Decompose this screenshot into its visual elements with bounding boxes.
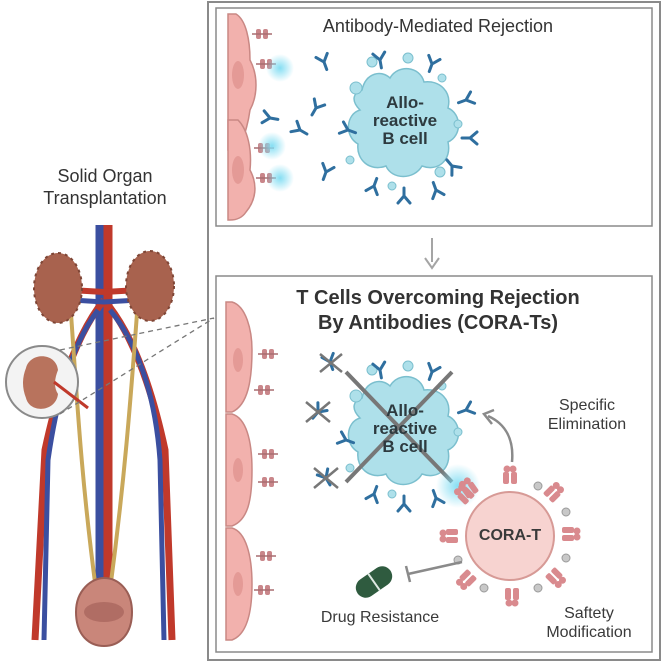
b-cell-top [347, 68, 460, 178]
b-cell-top-label: Allo- reactive B cell [372, 93, 438, 148]
neutralized-antibodies [305, 351, 343, 490]
down-arrow-icon [424, 238, 440, 270]
cora-t-label: CORA-T [478, 527, 542, 544]
top-panel-title: Antibody-Mediated Rejection [322, 16, 554, 36]
left-kidney [34, 253, 82, 323]
top-panel [215, 7, 653, 227]
right-kidney [126, 251, 174, 321]
b-cell-bubbles-top [345, 52, 463, 191]
safety-modification-label: Saftety Modification [546, 605, 632, 642]
outer-panel [207, 1, 661, 661]
organ-title: Solid Organ Transplantation [43, 166, 167, 208]
specific-elimination-arrow [481, 408, 514, 463]
elimination-cross-icon [344, 370, 454, 484]
graft-cells-bottom [225, 301, 253, 641]
drug-pill-icon [355, 566, 393, 598]
b-cell-bottom-label: Allo- reactive B cell [372, 401, 438, 456]
hla-molecules-bottom [253, 348, 279, 596]
drug-resistance-label: Drug Resistance [320, 609, 440, 626]
specific-elimination-label: Specific Elimination [547, 397, 627, 434]
graft-cells-top [227, 13, 257, 221]
urinary-system-illustration [5, 225, 215, 648]
bottom-panel [215, 275, 653, 653]
cora-t-cell [465, 491, 555, 581]
bottom-panel-title: T Cells Overcoming Rejection By Antibodi… [296, 287, 580, 334]
inhibition-arrow [404, 560, 463, 583]
